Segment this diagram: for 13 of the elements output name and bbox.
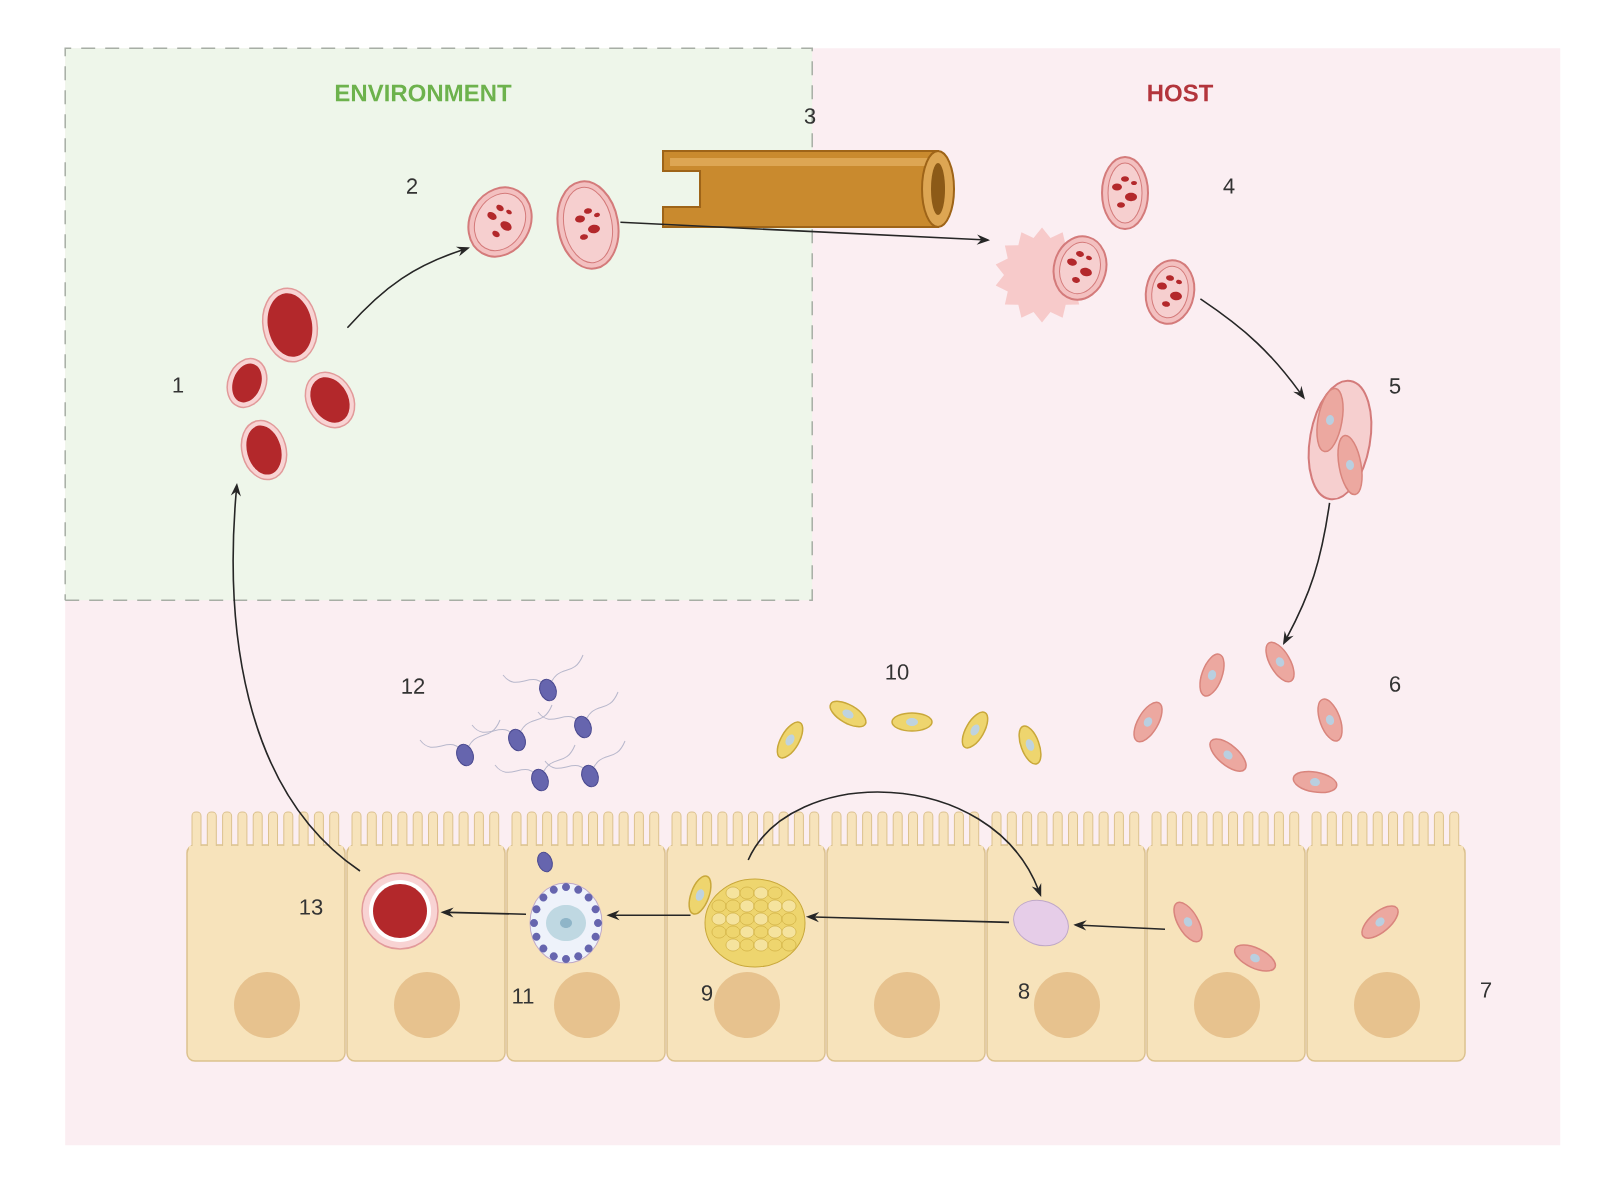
- step-number: 13: [300, 899, 323, 915]
- step-number: 9: [701, 985, 713, 1001]
- step-number: 2: [407, 178, 417, 194]
- step-number: 11: [513, 988, 534, 1004]
- step-number: 7: [1481, 982, 1492, 998]
- step-number: 12: [402, 678, 425, 694]
- step-number: 5: [1389, 378, 1401, 394]
- step-number: 6: [1390, 676, 1401, 692]
- step-number: 10: [886, 664, 909, 680]
- step-number: 8: [1018, 983, 1030, 999]
- step-number: 3: [804, 108, 816, 124]
- step-number: 4: [1223, 178, 1235, 194]
- step-number: 1: [173, 377, 184, 393]
